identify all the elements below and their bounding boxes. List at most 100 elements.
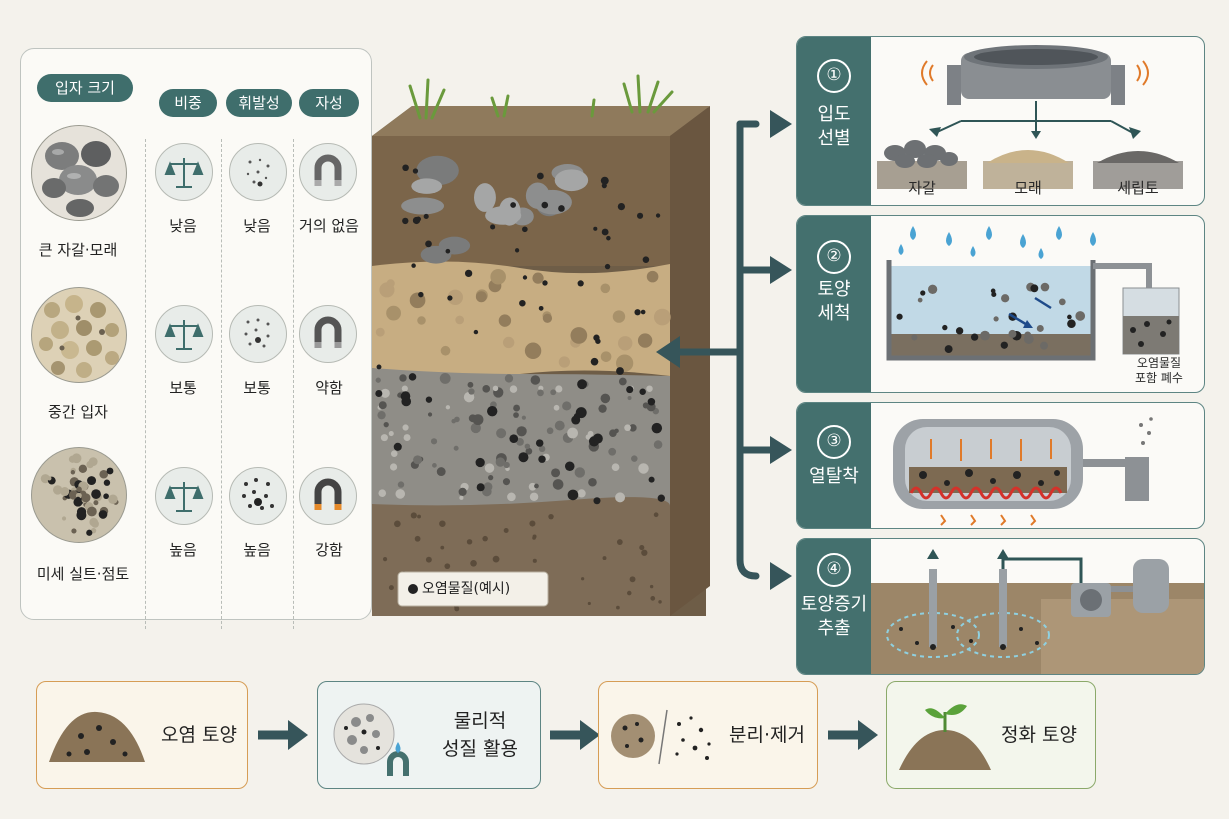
sand-grain xyxy=(455,315,464,325)
fine-particle xyxy=(646,385,653,392)
subsoil-grain xyxy=(581,577,585,581)
flow-arrow-icon xyxy=(258,720,308,750)
fine-particle xyxy=(653,440,663,449)
fine-particle xyxy=(103,493,109,500)
contaminant-dot xyxy=(564,461,575,471)
contaminant-dot xyxy=(490,224,496,230)
contaminant-dot xyxy=(595,338,601,344)
washed-particle xyxy=(1030,284,1039,293)
fine-particle xyxy=(99,469,109,479)
fine-particle xyxy=(615,492,626,503)
washed-particle xyxy=(927,284,938,294)
output-gravel: 자갈 xyxy=(908,179,936,197)
contaminant-dot xyxy=(626,386,634,394)
step-number: ④ xyxy=(817,553,851,587)
fine-particle xyxy=(551,468,561,478)
sand-grain xyxy=(646,270,659,283)
contaminant-dot xyxy=(464,269,473,278)
subsoil-grain xyxy=(548,513,554,520)
fine-particle xyxy=(78,512,83,517)
subsoil-grain xyxy=(616,539,623,545)
scale-icon xyxy=(155,305,213,363)
contaminant-dot xyxy=(445,248,451,254)
wastewater-caption: 오염물질 포함 폐수 xyxy=(1119,356,1199,386)
contaminant-dot xyxy=(542,280,548,286)
volatility-value-medium: 보통 xyxy=(243,379,271,397)
contaminant-dot xyxy=(558,205,565,212)
fine-silt-clay-icon xyxy=(31,447,127,543)
sand-grain xyxy=(502,336,515,349)
fine-particle xyxy=(445,405,451,410)
flow-step-label: 물리적 xyxy=(453,710,507,732)
washed-particle xyxy=(917,297,923,303)
sand-grain xyxy=(618,336,633,351)
flow-step-label: 성질 활용 xyxy=(442,738,518,760)
subsoil-grain xyxy=(532,558,537,563)
contaminant-dot xyxy=(600,176,609,185)
particles-magnet-icon xyxy=(333,703,409,776)
washed-particle xyxy=(980,330,990,341)
contaminant-dot xyxy=(577,379,588,390)
process-tab: ② 토양 세척 xyxy=(797,216,871,392)
washed-particle xyxy=(942,324,948,331)
contaminant-dot xyxy=(593,497,601,505)
fine-particle xyxy=(459,495,464,500)
fine-particle xyxy=(458,487,467,496)
contaminant-dot xyxy=(514,248,520,253)
contaminant-dot xyxy=(402,217,409,225)
contaminant-dot xyxy=(536,172,544,180)
subsoil-grain xyxy=(529,520,536,527)
fine-particle xyxy=(502,478,511,486)
contaminant-dot xyxy=(375,390,383,398)
magnetism-value-none: 거의 없음 xyxy=(299,217,359,235)
sand-grain xyxy=(637,333,653,348)
washed-particle xyxy=(1067,314,1072,320)
washed-particle xyxy=(1008,329,1017,338)
sand-grain xyxy=(653,308,671,326)
subsoil-grain xyxy=(641,549,648,556)
magnet-weak-icon xyxy=(299,143,357,201)
magnetism-value-strong: 강함 xyxy=(315,541,343,559)
contaminant-dot xyxy=(592,433,603,444)
fine-particle xyxy=(390,450,398,457)
contaminant-dot xyxy=(412,168,419,174)
medium-particle-icon xyxy=(31,287,127,383)
fine-particle xyxy=(538,445,546,453)
contaminant-dot xyxy=(418,291,424,298)
thermal-drum-illustration xyxy=(893,417,1153,526)
fine-particle xyxy=(611,463,620,472)
fine-particle xyxy=(71,453,82,464)
contaminant-dot xyxy=(519,299,526,307)
sand-grain xyxy=(490,268,506,285)
fine-particle xyxy=(52,485,63,495)
fine-particle xyxy=(521,415,526,420)
fine-particle xyxy=(588,477,597,487)
contaminant-dot xyxy=(408,373,417,381)
subsoil-grain xyxy=(439,520,446,527)
fine-particle xyxy=(388,430,394,437)
fine-particle xyxy=(529,492,539,502)
separation-icon xyxy=(611,709,711,765)
contaminant-dot xyxy=(402,164,409,172)
fine-particle xyxy=(537,389,544,397)
fine-particle xyxy=(504,374,514,383)
subsoil-grain xyxy=(444,563,451,570)
fine-particle xyxy=(483,482,493,492)
divider xyxy=(293,139,294,629)
subsoil-grain xyxy=(649,584,654,589)
contaminant-dot xyxy=(577,280,584,287)
sand-grain xyxy=(532,272,544,284)
fine-particle xyxy=(93,500,99,506)
fine-particle xyxy=(525,447,533,455)
fine-particle xyxy=(631,455,638,462)
process-title-line: 입도 xyxy=(817,104,851,125)
fine-particle xyxy=(68,490,79,500)
fine-particle xyxy=(600,393,611,404)
fine-particle xyxy=(538,385,544,391)
fine-particle xyxy=(47,476,52,481)
contaminant-dot xyxy=(473,329,479,335)
fine-particle xyxy=(553,404,560,411)
sand-grain xyxy=(440,345,451,356)
fine-particle xyxy=(375,377,381,383)
gravel-stone xyxy=(485,206,522,225)
